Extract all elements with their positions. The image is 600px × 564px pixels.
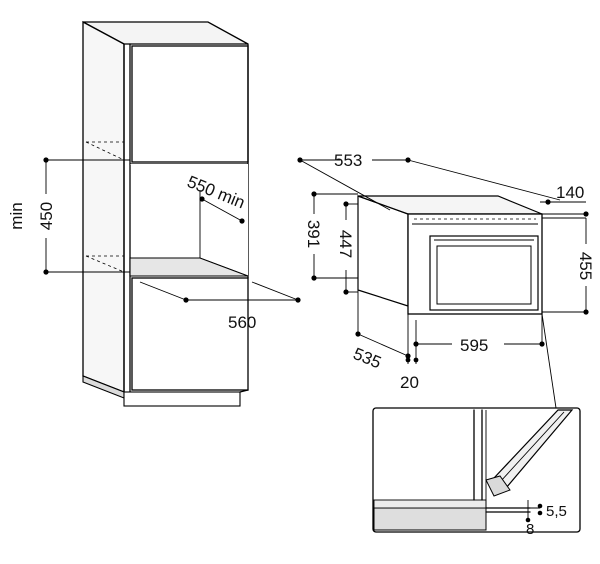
- dim-535: 535: [351, 344, 384, 372]
- detail-base-strip: [373, 499, 487, 509]
- right-dimensions: 553 140 391 447 455 535: [297, 151, 595, 409]
- lower-door: [131, 277, 249, 391]
- niche-shelf: [129, 257, 249, 277]
- cabinet-side-face: [82, 20, 125, 393]
- oven-window: [436, 245, 532, 305]
- dim-391: 391: [304, 220, 323, 248]
- dim-450: 450: [37, 202, 56, 230]
- dim-5-5: 5,5: [546, 503, 567, 520]
- dim-595: 595: [460, 336, 488, 355]
- dim-455: 455: [576, 252, 595, 280]
- oven-unit: [357, 195, 543, 315]
- oven-side-box: [357, 195, 409, 307]
- dim-447: 447: [336, 230, 355, 258]
- niche-back: [130, 164, 248, 276]
- dim-min: min: [7, 202, 26, 229]
- dim-20: 20: [400, 373, 419, 392]
- detail-inset: 5,5 8: [372, 407, 581, 538]
- upper-door: [131, 45, 249, 163]
- dim-8: 8: [526, 521, 534, 538]
- dim-553: 553: [334, 151, 362, 170]
- detail-base-panel: [373, 507, 487, 531]
- dim-140: 140: [556, 183, 584, 202]
- dim-560: 560: [228, 313, 256, 332]
- tall-cabinet: [82, 20, 249, 407]
- detail-hinge: [485, 475, 511, 497]
- cabinet-base: [123, 391, 241, 407]
